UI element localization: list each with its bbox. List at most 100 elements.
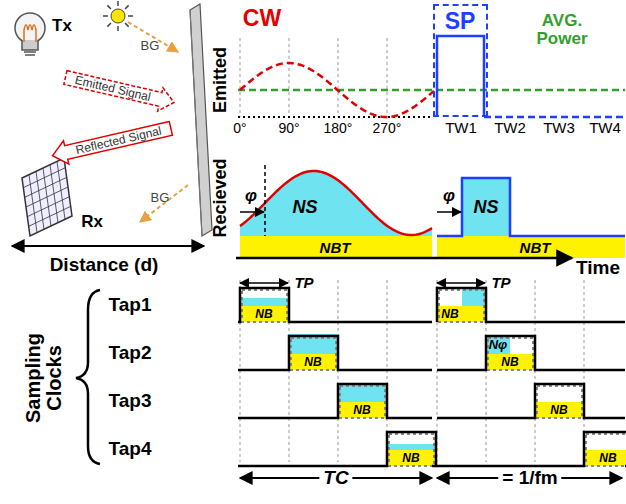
signal-charge bbox=[387, 444, 436, 450]
sensor-array bbox=[22, 158, 72, 236]
bg-label: BG bbox=[151, 191, 170, 205]
clock-signal bbox=[437, 384, 625, 418]
clock-signal bbox=[238, 288, 432, 322]
arrow-outline bbox=[50, 117, 174, 168]
clock-hatch bbox=[389, 434, 434, 466]
clock-hatch bbox=[340, 386, 385, 418]
background-charge bbox=[486, 354, 535, 370]
sp-received-pulse bbox=[437, 178, 625, 236]
signal-charge bbox=[240, 298, 289, 306]
sun-ray bbox=[107, 23, 111, 27]
sp-emitted-baseline bbox=[484, 116, 625, 119]
tap-label: Tap4 bbox=[109, 439, 152, 459]
mode-title: SP bbox=[435, 8, 486, 35]
time-window: TW1 bbox=[445, 120, 477, 136]
sun-ray bbox=[107, 5, 111, 9]
rx-label: Rx bbox=[81, 213, 103, 231]
zero-line bbox=[238, 116, 432, 118]
phase-line bbox=[264, 165, 266, 236]
phase-tick: 90° bbox=[278, 121, 299, 136]
background-light-arrow bbox=[140, 185, 188, 222]
background-charge bbox=[437, 306, 486, 322]
clock-hatch bbox=[291, 338, 336, 370]
phase-tick: 180° bbox=[324, 121, 353, 136]
bulb-filament bbox=[24, 25, 36, 42]
cw-received-wave bbox=[240, 171, 432, 235]
pulse-mode-box: SP bbox=[433, 4, 488, 117]
sun-ray bbox=[125, 5, 129, 9]
period-label: = 1/fm bbox=[498, 468, 561, 488]
row-label: Recieved bbox=[211, 158, 230, 237]
charge-label: NB bbox=[441, 308, 458, 321]
tap-label: Tap1 bbox=[109, 295, 152, 315]
background-charge bbox=[289, 354, 338, 370]
clock-signal bbox=[437, 336, 625, 370]
charge-label: Nφ bbox=[489, 338, 508, 352]
background-charge-label: NBT bbox=[320, 240, 351, 256]
group-label: Sampling Clocks bbox=[23, 318, 65, 438]
grid-line bbox=[338, 38, 339, 117]
bg-label: BG bbox=[141, 39, 160, 53]
clock-signal bbox=[437, 432, 626, 466]
signal-area bbox=[462, 178, 510, 236]
background-charge bbox=[387, 450, 436, 466]
sensor-grid bbox=[29, 206, 71, 226]
cw-emitted-wave bbox=[240, 63, 434, 117]
charge-label: NB bbox=[501, 356, 518, 369]
clock-hatch bbox=[242, 290, 287, 322]
background-charge bbox=[584, 450, 626, 466]
clock-signal bbox=[238, 432, 436, 466]
background-charge-label: NBT bbox=[520, 240, 551, 256]
grid-line bbox=[387, 38, 388, 117]
wall bbox=[190, 4, 212, 236]
phase-arrow bbox=[240, 211, 264, 213]
charge-label: NB bbox=[550, 404, 567, 417]
sun-symbol bbox=[111, 9, 125, 23]
sp-emitted-pulse bbox=[437, 36, 484, 117]
time-window: TW2 bbox=[494, 120, 526, 136]
tx-label: Tx bbox=[52, 17, 72, 35]
clock-hatch bbox=[488, 338, 533, 370]
pulse-width-arrow bbox=[437, 282, 485, 284]
phase-tick: 270° bbox=[373, 121, 402, 136]
grid-line bbox=[289, 38, 290, 117]
arrow-label: Reflected Signal bbox=[50, 117, 174, 168]
charge-label: NB bbox=[353, 404, 370, 417]
tap-label: Tap2 bbox=[109, 343, 152, 363]
arrow-outline bbox=[63, 66, 177, 114]
arrow-label: Emitted Signal bbox=[63, 66, 177, 114]
background-charge bbox=[535, 402, 584, 418]
mode-title: CW bbox=[243, 6, 281, 30]
signal-area bbox=[240, 171, 432, 236]
distance-arrow bbox=[12, 245, 204, 247]
charge-label: NB bbox=[304, 356, 321, 369]
signal-arrow: Reflected Signal bbox=[50, 117, 174, 168]
phase-tick: 0° bbox=[233, 121, 246, 136]
clock-signal bbox=[437, 288, 625, 322]
axis-label: Distance (d) bbox=[50, 255, 159, 275]
phase-symbol: φ bbox=[245, 187, 257, 205]
sun-ray bbox=[117, 1, 119, 6]
sun-ray bbox=[125, 23, 129, 27]
row-label: Emitted bbox=[211, 47, 230, 113]
legend-text: AVG. Power bbox=[522, 12, 602, 48]
time-window: TW3 bbox=[543, 120, 575, 136]
bulb-base bbox=[24, 52, 36, 55]
pulse-width-label: TP bbox=[294, 275, 313, 291]
pulse-width-arrow bbox=[240, 282, 288, 284]
sun-ray bbox=[117, 26, 119, 31]
pulse-width-label: TP bbox=[491, 275, 510, 291]
clock-signal bbox=[238, 336, 432, 370]
wall-edge bbox=[190, 10, 202, 236]
average-power-line bbox=[238, 89, 625, 92]
background-light-arrow bbox=[128, 22, 178, 52]
background-band bbox=[437, 236, 625, 258]
background-charge bbox=[338, 402, 387, 418]
clock-hatch bbox=[586, 434, 626, 466]
signal-charge-label: NS bbox=[473, 198, 498, 217]
signal-charge-label: NS bbox=[292, 198, 317, 217]
signal-charge bbox=[338, 384, 387, 402]
charge-label: NB bbox=[599, 452, 616, 465]
charge-label: NB bbox=[402, 452, 419, 465]
